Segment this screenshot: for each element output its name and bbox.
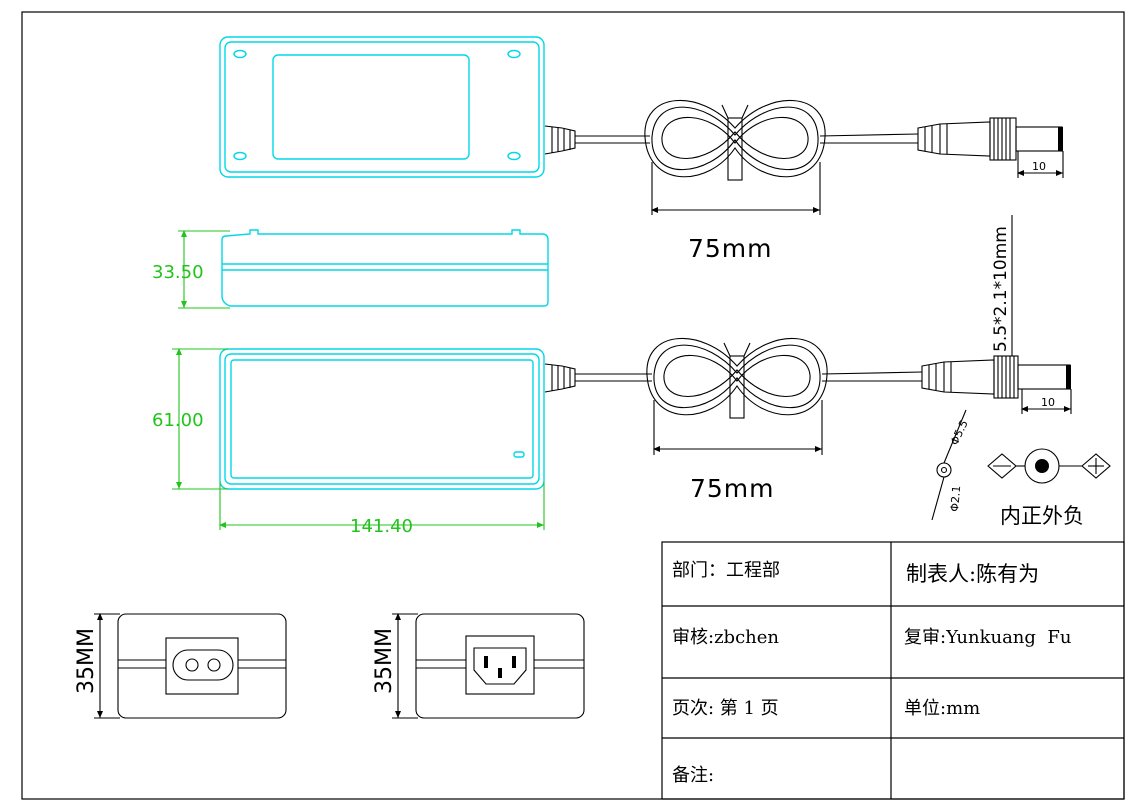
adapter-bottom-view <box>172 215 1072 530</box>
left-end-height: 35MM <box>74 628 99 694</box>
drawing-frame <box>21 11 1125 800</box>
title-block <box>661 541 1125 800</box>
remarks-cell: 备注: <box>672 765 714 786</box>
width-dim: 61.00 <box>152 410 204 431</box>
re-review-cell: 复审:Yunkuang Fu <box>904 627 1071 648</box>
adapter-side-view <box>178 229 549 309</box>
adapter-top-view <box>219 36 1064 215</box>
right-end-height: 35MM <box>372 628 397 694</box>
page-cell: 页次: 第 1 页 <box>672 698 779 719</box>
reviewed-by-cell: 审核:zbchen <box>672 627 779 648</box>
top-loop-dim: 75mm <box>688 234 773 263</box>
plug-end-detail <box>931 409 967 521</box>
department-cell: 部门：工程部 <box>672 560 780 581</box>
plug-spec: 5.5*2.1*10mm <box>991 226 1011 352</box>
prepared-by-cell: 制表人:陈有为 <box>906 562 1039 586</box>
inner-diameter: Φ2.1 <box>948 485 963 512</box>
top-plug-length-dim: 10 <box>1032 160 1046 173</box>
outer-diameter: Φ5.5 <box>948 418 971 447</box>
bottom-loop-dim: 75mm <box>690 474 775 503</box>
length-dim: 141.40 <box>350 516 413 537</box>
polarity-label: 内正外负 <box>1000 504 1084 528</box>
height-dim: 33.50 <box>152 262 204 283</box>
end-view-right <box>392 613 585 719</box>
end-view-left <box>94 613 287 719</box>
polarity-symbol <box>987 448 1111 484</box>
bottom-plug-length-dim: 10 <box>1041 396 1055 409</box>
unit-cell: 单位:mm <box>904 698 980 719</box>
